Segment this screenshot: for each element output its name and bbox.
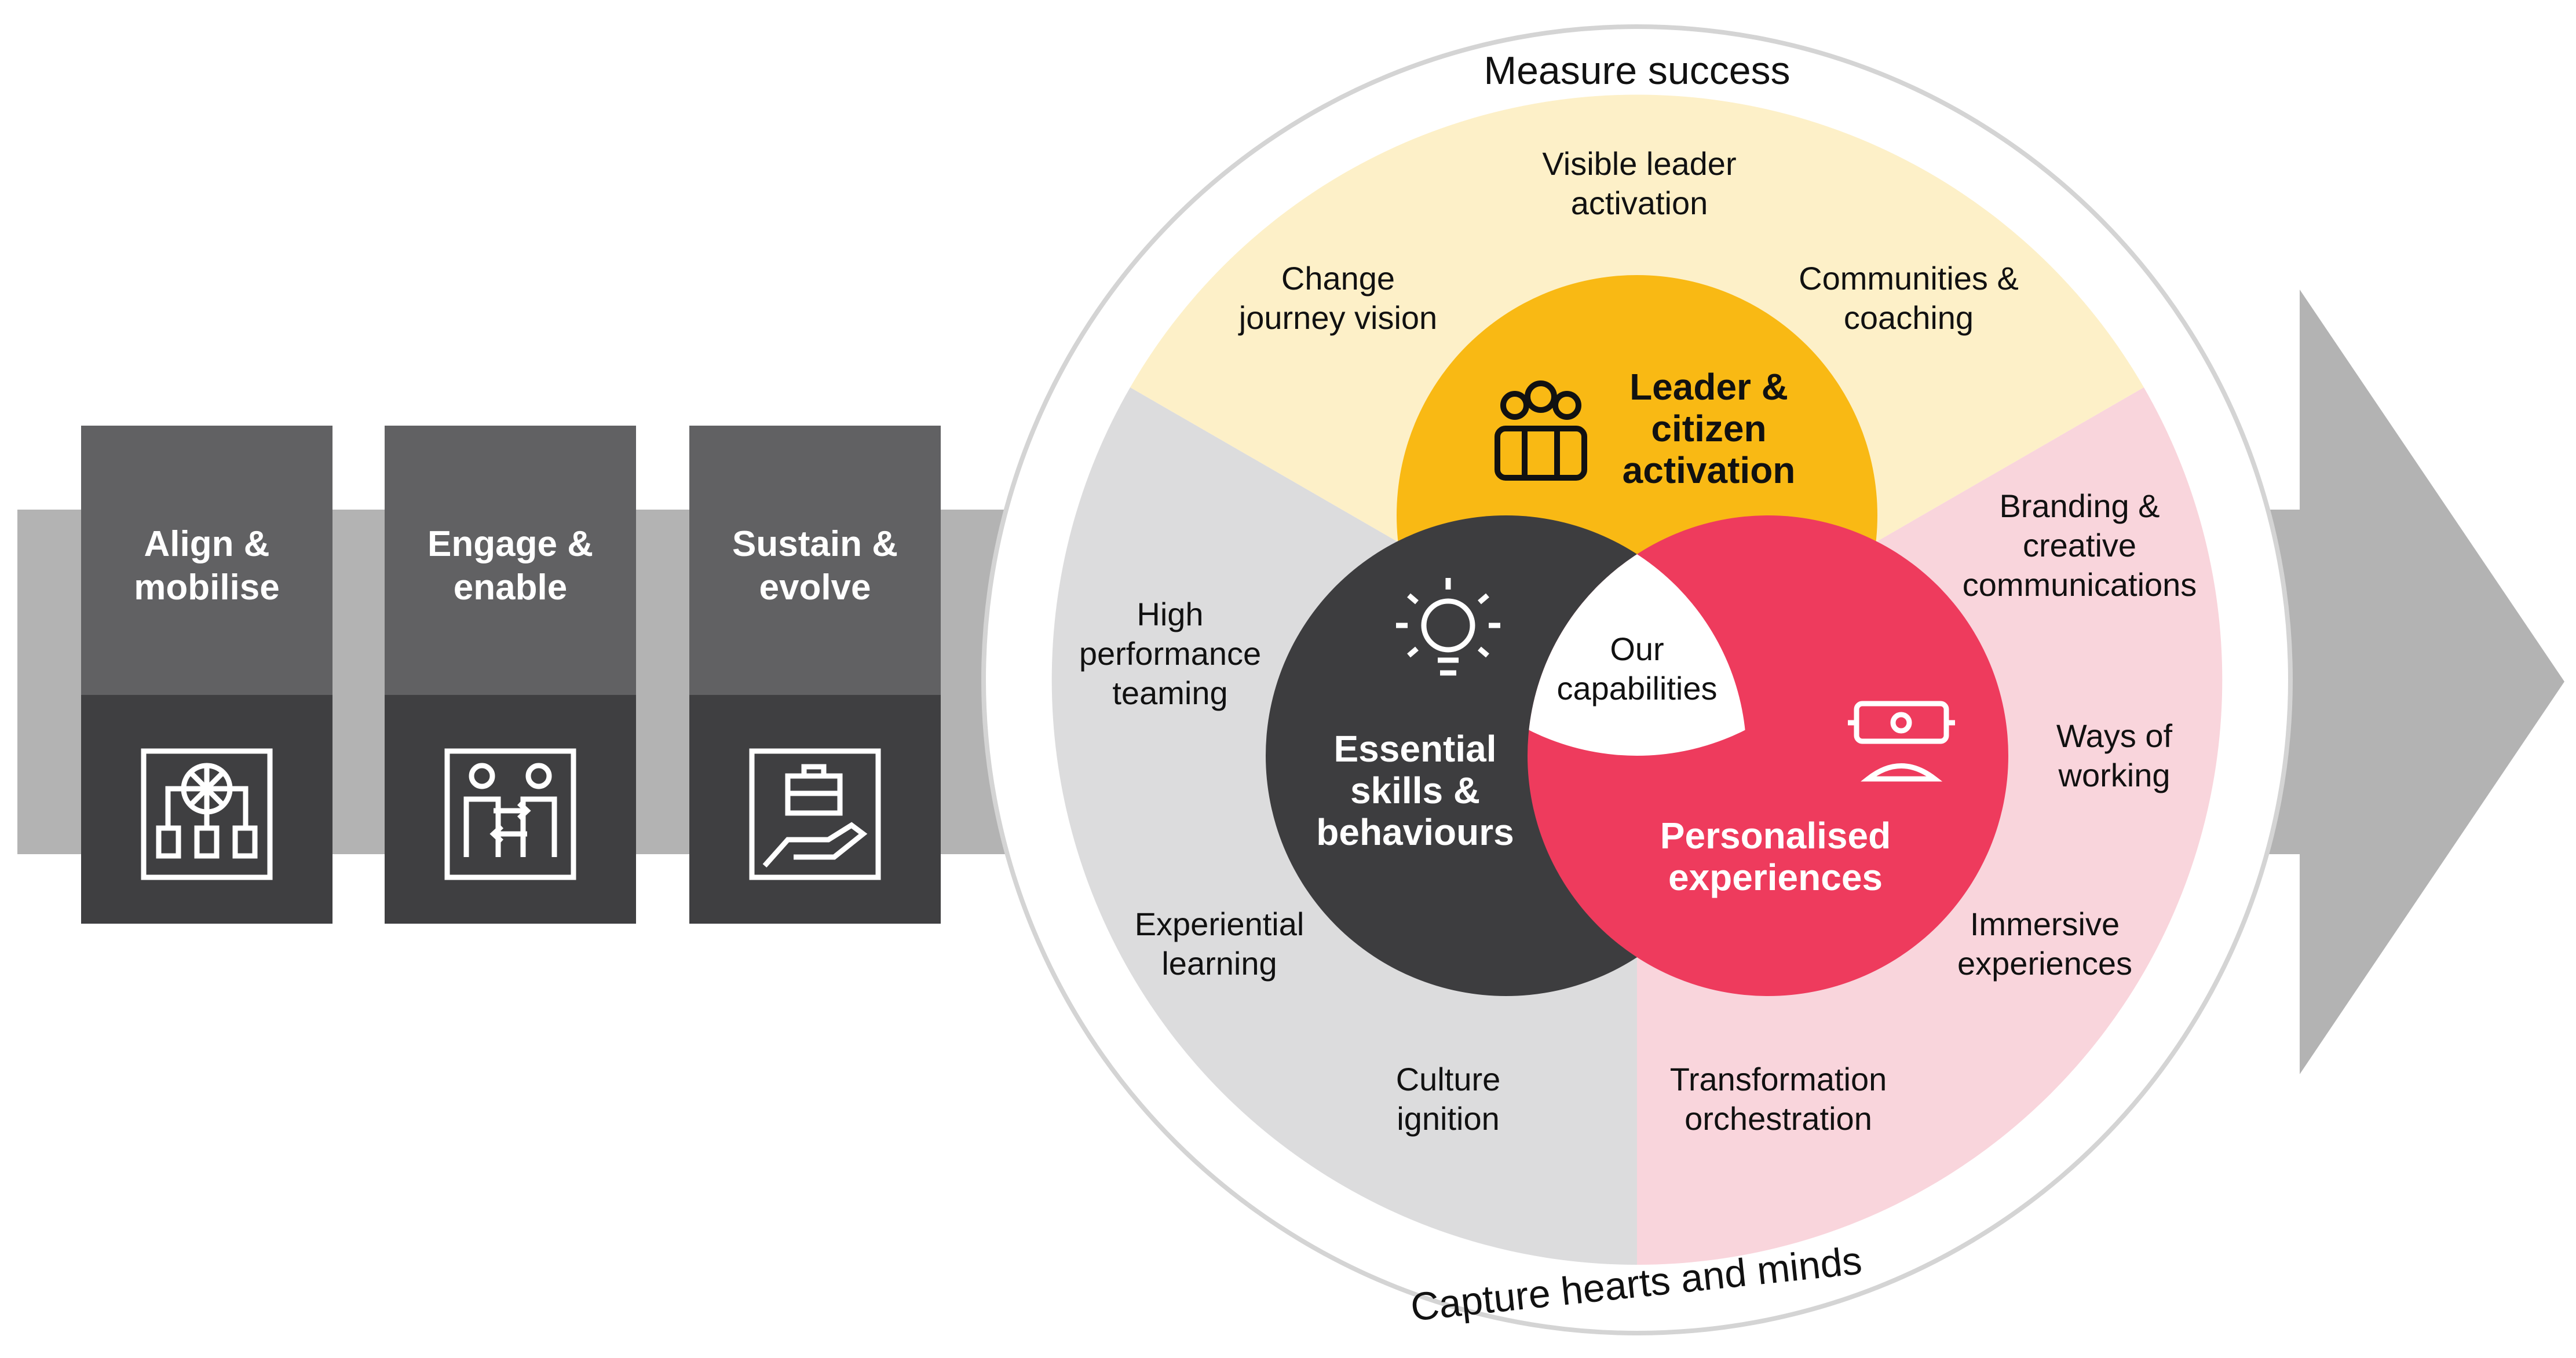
people-group-icon — [1495, 380, 1587, 481]
center-label-2: capabilities — [1556, 670, 1717, 707]
label-immersive-2: experiences — [1957, 945, 2132, 982]
grey-segment-labels: High performance teaming Experiential le… — [1079, 596, 1500, 1137]
skills-title-1: Essential — [1333, 728, 1496, 770]
ring-label-top: Measure success — [1484, 49, 1790, 93]
center-capabilities — [1528, 515, 1746, 756]
label-high-performance-2: performance — [1079, 635, 1261, 672]
stage-label-line1: Align & — [144, 524, 270, 564]
vr-headset-icon — [1848, 701, 1955, 782]
personal-title-1: Personalised — [1660, 815, 1891, 856]
label-high-performance-3: teaming — [1112, 675, 1227, 711]
label-branding-3: communications — [1963, 566, 2197, 603]
briefcase-hand-icon — [749, 748, 881, 880]
stage-label-line2: evolve — [759, 568, 871, 607]
stage-label-line1: Sustain & — [732, 524, 898, 564]
label-change-journey-1: Change — [1281, 260, 1395, 297]
personal-title-2: experiences — [1668, 856, 1883, 898]
stage-sustain-evolve: Sustain & evolve — [689, 426, 941, 924]
skills-title-2: skills & — [1350, 770, 1480, 811]
label-culture-1: Culture — [1396, 1061, 1501, 1097]
lightbulb-icon — [1396, 578, 1500, 676]
label-change-journey-2: journey vision — [1238, 299, 1437, 336]
label-transformation-1: Transformation — [1670, 1061, 1887, 1097]
label-immersive-1: Immersive — [1970, 906, 2120, 942]
arrow-head — [2300, 290, 2564, 1074]
stage-label-line1: Engage & — [427, 524, 593, 564]
leader-title-3: activation — [1623, 449, 1796, 491]
pink-segment-labels: Branding & creative communications Ways … — [1670, 488, 2197, 1137]
leader-title-2: citizen — [1651, 408, 1766, 449]
yellow-segment-labels: Change journey vision Visible leader act… — [1238, 145, 2019, 336]
label-ways-of-working-2: working — [2058, 757, 2171, 793]
label-transformation-2: orchestration — [1685, 1100, 1872, 1137]
label-visible-leader-2: activation — [1571, 185, 1708, 221]
stage-engage-enable: Engage & enable — [385, 426, 636, 924]
stage-align-mobilise: Align & mobilise — [81, 426, 332, 924]
leader-title-1: Leader & — [1629, 366, 1788, 408]
label-communities-1: Communities & — [1799, 260, 2019, 297]
skills-title-3: behaviours — [1316, 811, 1514, 853]
label-branding-1: Branding & — [1999, 488, 2160, 524]
stage-label-line2: enable — [454, 568, 567, 607]
label-communities-2: coaching — [1844, 299, 1974, 336]
people-exchange-icon — [444, 748, 576, 880]
center-label-1: Our — [1610, 631, 1664, 667]
network-documents-icon — [141, 748, 273, 880]
label-branding-2: creative — [2023, 527, 2136, 563]
label-experiential-1: Experiential — [1135, 906, 1305, 942]
label-high-performance-1: High — [1137, 596, 1203, 632]
label-culture-2: ignition — [1397, 1100, 1499, 1137]
label-experiential-2: learning — [1161, 945, 1277, 982]
stage-label-line2: mobilise — [134, 568, 280, 607]
label-ways-of-working-1: Ways of — [2056, 718, 2173, 754]
label-visible-leader-1: Visible leader — [1542, 145, 1736, 182]
